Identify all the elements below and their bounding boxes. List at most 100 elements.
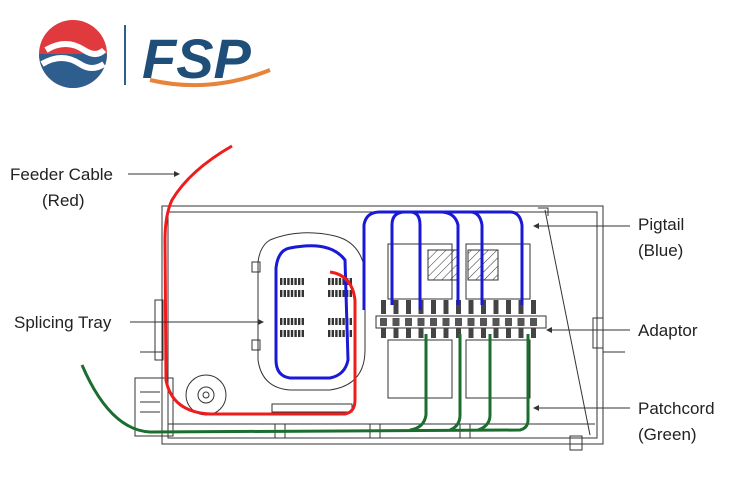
adaptor-port [480,318,487,326]
pigtail-connector [431,300,436,314]
adaptor-panel-lower-left [387,339,453,399]
patchcord-connector [443,328,449,338]
adaptor-port [467,318,475,326]
patchcord-connector [518,328,524,338]
splice-holder [349,278,352,285]
adaptor-port [430,318,437,326]
patchcord-connector [481,328,486,338]
splice-holder [280,290,283,297]
pigtail-connector [456,300,461,314]
splice-holder [294,290,297,297]
patchcord-cables [80,334,530,434]
adaptor-port [405,318,412,326]
splice-holder [342,318,345,325]
adaptor-port [392,318,400,326]
pigtail-connector [493,300,499,314]
splice-holder [338,278,342,285]
label-patchcord-color: (Green) [638,425,697,444]
pigtail-connector [443,300,449,314]
label-feeder-cable: Feeder Cable [10,165,113,184]
splice-holder [349,290,352,297]
splice-holder [283,318,286,325]
adaptor-port [442,318,450,326]
hatch-block-left [427,249,459,281]
splice-holder [349,318,352,325]
splicing-tray-outline [257,232,366,391]
pigtail-connector [481,300,486,314]
label-pigtail: Pigtail [638,215,684,234]
pigtail-connector [506,300,511,314]
patchcord-connector [468,328,474,338]
patchcord-connector [406,328,411,338]
right-latch [592,317,604,349]
patchcord-connector [381,328,386,338]
splice-holder [287,278,290,285]
feeder-cable [163,144,357,416]
adaptor-port [380,318,387,326]
splice-holder [294,318,297,325]
splice-holder [328,278,331,285]
bottom-clip [271,403,353,413]
patchcord-connector [493,328,499,338]
pigtail-route-1 [362,210,422,310]
splice-holder [335,318,338,325]
patchcord-connector [393,328,399,338]
logo-emblem-icon [39,20,107,88]
splice-holder [294,330,297,337]
pigtail-connector [531,300,536,314]
splice-holder [298,318,301,325]
lid-hinge-line [544,209,591,436]
adaptor-port [417,318,425,326]
pigtail-cables [274,210,524,380]
splice-holder [290,318,294,325]
splice-holder [331,290,334,297]
splice-holder [331,330,334,337]
label-patchcord: Patchcord [638,399,715,418]
splice-holder [283,278,286,285]
splice-holder [338,318,342,325]
brand-logo: FSP [39,20,271,90]
splice-holder [301,278,304,285]
label-pigtail-color: (Blue) [638,241,683,260]
adaptor-ports [380,300,537,338]
splice-holder [290,278,294,285]
splice-holder [287,290,290,297]
splice-holder [342,330,345,337]
splice-holder [335,330,338,337]
adaptor-port [530,318,537,326]
pigtail-connector [381,300,386,314]
leader-arrowheads [174,171,552,411]
pigtail-connector [393,300,399,314]
leader-lines [128,173,630,409]
pigtail-connector [406,300,411,314]
pigtail-connector [518,300,524,314]
splice-holder [280,330,283,337]
left-mount [154,299,164,361]
splice-holder [349,330,352,337]
lid-hinge-clip [538,207,549,216]
patchcord-connector [506,328,511,338]
splice-holder [328,290,331,297]
splice-holder [298,278,301,285]
splice-holder [328,318,331,325]
splice-holder [290,290,294,297]
label-adaptor: Adaptor [638,321,698,340]
pigtail-connector [468,300,474,314]
splice-holder [280,278,283,285]
cable-spool [185,374,227,416]
splice-holder [287,330,290,337]
splice-holder [283,330,286,337]
splice-holder [335,290,338,297]
patchcord-connector [531,328,536,338]
adaptor-panel-lower-right [465,339,531,399]
splice-holder [298,330,301,337]
patchcord-connector [418,328,424,338]
splice-holder [290,330,294,337]
logo-swoosh [149,68,271,88]
adaptor-port [505,318,512,326]
adaptor-port [455,318,462,326]
label-splicing-tray: Splicing Tray [14,313,112,332]
bottom-lock [569,435,583,451]
splice-holders [280,278,352,337]
